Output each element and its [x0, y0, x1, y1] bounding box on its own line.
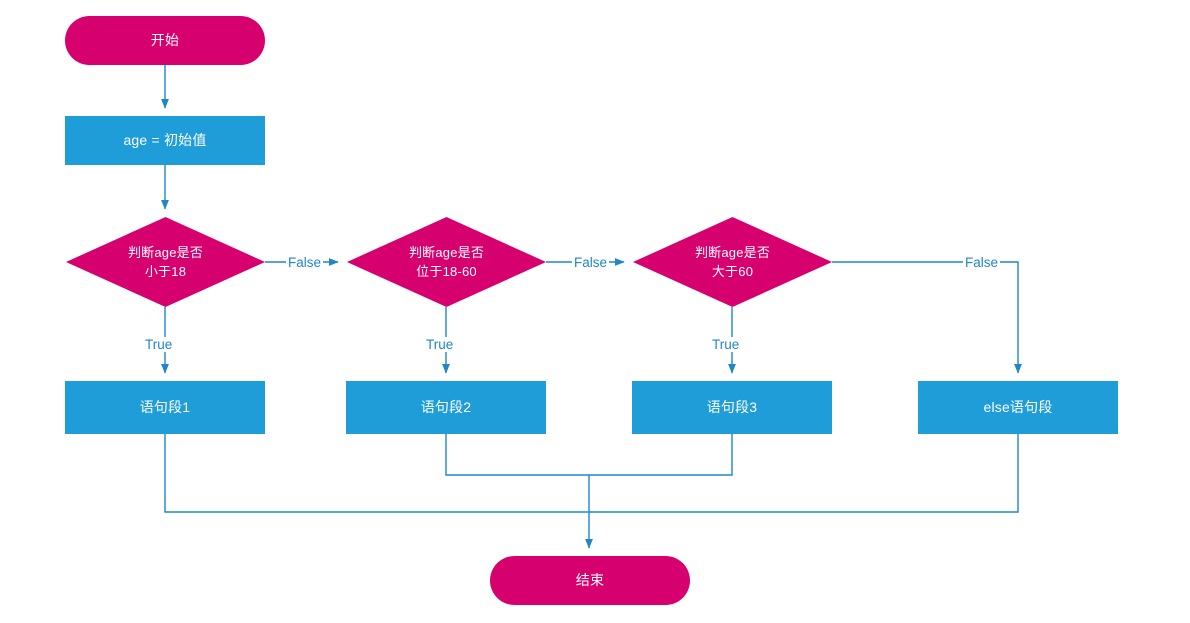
node-stmt3[interactable]: 语句段3: [632, 381, 832, 434]
node-stmt2-label: 语句段2: [420, 399, 472, 415]
node-decision1-label: 判断age是否 小于18: [127, 245, 204, 279]
node-end[interactable]: 结束: [490, 556, 690, 605]
node-init-label: age = 初始值: [123, 132, 207, 148]
edge-label-decision1-false: False: [286, 255, 324, 270]
node-stmt1-label: 语句段1: [139, 399, 191, 415]
node-start[interactable]: 开始: [65, 16, 265, 65]
node-decision2-label: 判断age是否 位于18-60: [408, 245, 485, 279]
node-stmt-else-label: else语句段: [983, 399, 1053, 415]
edge-stmt1-to-merge: [164, 434, 589, 513]
node-stmt3-label: 语句段3: [706, 399, 758, 415]
edge-label-decision1-true: True: [143, 337, 175, 352]
node-decision-age-18-to-60[interactable]: 判断age是否 位于18-60: [347, 217, 546, 307]
node-stmt-else[interactable]: else语句段: [918, 381, 1118, 434]
edge-stmt2-to-merge: [445, 434, 589, 476]
edge-stmt3-to-merge: [589, 434, 733, 476]
node-decision3-label: 判断age是否 大于60: [694, 245, 771, 279]
edge-decision3-false-to-else: [832, 261, 1022, 374]
edge-label-decision2-true: True: [424, 337, 456, 352]
edge-label-decision3-false: False: [963, 255, 1001, 270]
node-stmt1[interactable]: 语句段1: [65, 381, 265, 434]
node-decision-age-under-18[interactable]: 判断age是否 小于18: [66, 217, 265, 307]
edge-label-decision2-false: False: [572, 255, 610, 270]
node-start-label: 开始: [150, 32, 180, 48]
edge-label-decision3-true: True: [710, 337, 742, 352]
node-end-label: 结束: [575, 572, 605, 588]
node-init[interactable]: age = 初始值: [65, 116, 265, 165]
edge-else-to-merge: [589, 434, 1019, 513]
node-stmt2[interactable]: 语句段2: [346, 381, 546, 434]
node-decision-age-over-60[interactable]: 判断age是否 大于60: [633, 217, 832, 307]
